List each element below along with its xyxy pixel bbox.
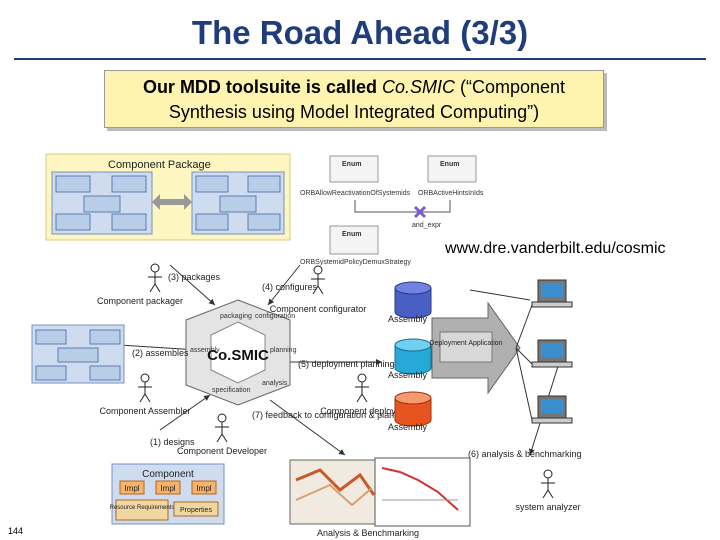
cosmic-hub: Co.SMIC packaging configuration planning… xyxy=(185,299,297,406)
assembly-label-1: Assembly xyxy=(388,314,428,324)
step-7-label: (7) feedback to configuration & planning xyxy=(252,410,411,420)
resource-requirements: Resource Requirements xyxy=(110,505,175,511)
step-4-label: (4) configures xyxy=(262,282,318,292)
component-box: Component Impl Impl Impl Resource Requir… xyxy=(110,463,225,525)
enum-label-2: Enum xyxy=(440,161,459,168)
component-box-title: Component xyxy=(142,469,194,480)
enum-2-name: ORBActiveHintsInIds xyxy=(418,190,484,197)
component-package-title: Component Package xyxy=(108,159,211,171)
enum-label-1: Enum xyxy=(342,161,361,168)
role-developer: Component Developer xyxy=(177,446,267,456)
enum-1-name: ORBAllowReactivationOfSystemids xyxy=(300,190,411,197)
cosmic-url[interactable]: www.dre.vanderbilt.edu/cosmic xyxy=(445,240,666,257)
hub-ring-planning: planning xyxy=(270,347,297,354)
role-figures xyxy=(138,263,555,499)
enum-3-name: ORBSystemidPolicyDemuxStrategy xyxy=(300,259,411,266)
enum-boxes: Enum ORBAllowReactivationOfSystemids Enu… xyxy=(300,155,484,266)
hub-ring-specification: specification xyxy=(212,387,251,394)
and-expr: and_expr xyxy=(412,222,442,229)
analysis-caption: Analysis & Benchmarking xyxy=(317,528,419,538)
deployment-application: Deployment Application xyxy=(429,301,521,395)
impl-3: Impl xyxy=(196,484,211,493)
callout-box: Our MDD toolsuite is called Co.SMIC (“Co… xyxy=(104,70,604,128)
callout-rest: (“Component xyxy=(455,77,566,97)
step-2-label: (2) assembles xyxy=(132,348,189,358)
role-labels: Component packager Component configurato… xyxy=(97,296,581,512)
assembly-label-3: Assembly xyxy=(388,422,428,432)
role-packager: Component packager xyxy=(97,296,183,306)
step-5-label: (5) deployment planning xyxy=(298,359,395,369)
impl-2: Impl xyxy=(160,484,175,493)
slide-title: The Road Ahead (3/3) xyxy=(191,14,529,51)
impl-1: Impl xyxy=(124,484,139,493)
step-1-label: (1) designs xyxy=(150,437,195,447)
step-3-label: (3) packages xyxy=(168,272,221,282)
assembly-panel xyxy=(31,324,125,384)
callout-bold: Our MDD toolsuite is called xyxy=(142,77,382,97)
role-configurator: Component configurator xyxy=(270,304,367,314)
component-package-panel: Component Package xyxy=(45,153,291,241)
role-analyzer: system analyzer xyxy=(515,502,580,512)
callout-italic: Co.SMIC xyxy=(381,77,455,97)
analysis-screens: Analysis & Benchmarking xyxy=(289,457,471,538)
properties: Properties xyxy=(180,507,212,514)
callout-line2: Synthesis using Model Integrated Computi… xyxy=(168,102,540,122)
flow-lines xyxy=(119,264,561,456)
assembly-databases: Assembly Assembly Assembly xyxy=(388,281,432,432)
role-assembler: Component Assembler xyxy=(99,406,190,416)
deployment-app-label: Deployment Application xyxy=(429,340,502,347)
hub-ring-assembly: assembly xyxy=(190,347,220,354)
hub-ring-analysis: analysis xyxy=(262,380,288,387)
enum-label-3: Enum xyxy=(342,231,361,238)
assembly-label-2: Assembly xyxy=(388,370,428,380)
target-computers xyxy=(515,279,573,424)
hub-ring-configuration: configuration xyxy=(255,313,295,320)
hub-ring-packaging: packaging xyxy=(220,313,252,320)
step-6-label: (6) analysis & benchmarking xyxy=(468,449,582,459)
role-deployer: Component deployer xyxy=(320,406,404,416)
title-divider xyxy=(14,58,706,60)
hub-name: Co.SMIC xyxy=(207,347,269,364)
step-labels: (3) packages (4) configures (2) assemble… xyxy=(132,272,582,459)
page-number: 144 xyxy=(8,526,24,536)
